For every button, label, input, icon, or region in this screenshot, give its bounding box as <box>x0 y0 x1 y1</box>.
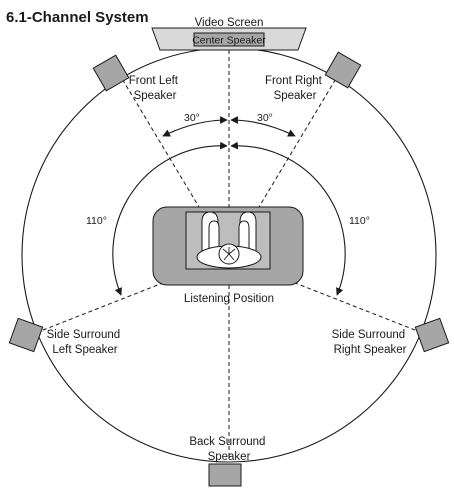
diagram-title: 6.1-Channel System <box>6 9 149 26</box>
angle-arcs <box>112 116 346 296</box>
video-screen-label: Video Screen <box>195 17 264 29</box>
label-back-line1: Back Surround <box>189 436 265 448</box>
speaker-front-right <box>324 51 362 89</box>
angle-label-side-left: 110° <box>86 215 107 227</box>
center-speaker-label: Center Speaker <box>192 35 266 47</box>
label-front-right: Front Right Speaker <box>265 75 325 102</box>
listening-position-label: Listening Position <box>184 293 274 305</box>
arc-110-left <box>112 141 228 296</box>
speaker-side-left <box>8 317 44 353</box>
line-side-left <box>37 256 230 333</box>
label-front-left: Front Left Speaker <box>129 75 181 102</box>
label-side-left: Side Surround Left Speaker <box>47 329 124 356</box>
label-side-right-line1: Side Surround <box>332 329 406 341</box>
label-side-left-line2: Left Speaker <box>52 344 117 356</box>
line-side-right <box>228 256 421 333</box>
angle-label-front-right: 30° <box>257 112 273 124</box>
label-front-left-line2: Speaker <box>134 90 177 102</box>
center-speaker <box>193 32 265 47</box>
label-front-left-line1: Front Left <box>129 75 179 87</box>
angle-label-side-right: 110° <box>349 215 370 227</box>
arc-30-left <box>162 116 228 137</box>
arc-110-right <box>230 141 346 296</box>
listening-sofa <box>152 206 304 286</box>
angle-label-front-left: 30° <box>184 112 200 124</box>
listener-focus-marks <box>222 247 236 261</box>
label-side-right: Side Surround Right Speaker <box>332 329 409 356</box>
label-back-line2: Speaker <box>208 451 251 463</box>
video-screen: Video Screen Center Speaker <box>151 17 307 51</box>
label-back: Back Surround Speaker <box>189 436 268 463</box>
arc-30-right <box>230 116 296 137</box>
label-side-right-line2: Right Speaker <box>334 344 407 356</box>
speaker-back <box>208 463 242 487</box>
label-front-right-line2: Speaker <box>274 90 317 102</box>
speaker-front-left <box>92 54 130 92</box>
label-front-right-line1: Front Right <box>265 75 323 87</box>
speaker-side-right <box>414 317 450 353</box>
label-side-left-line1: Side Surround <box>47 329 121 341</box>
